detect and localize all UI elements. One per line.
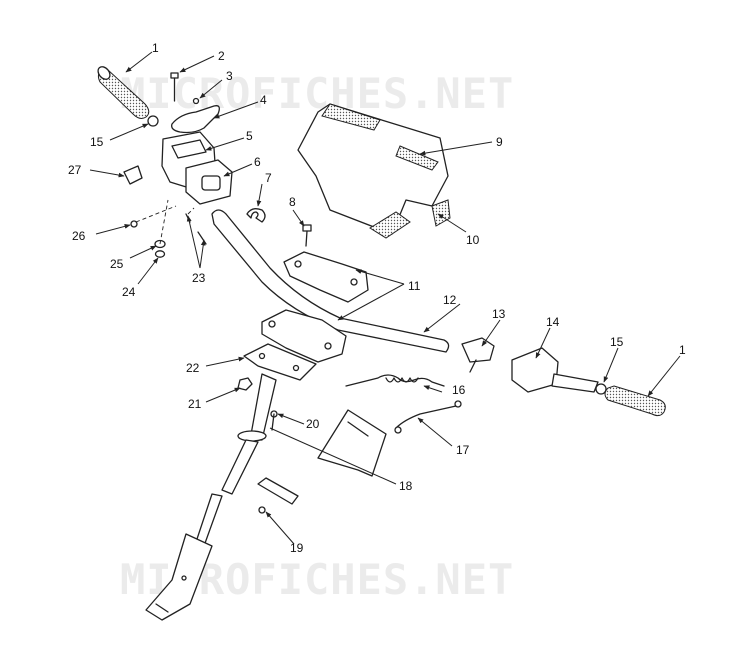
bushing	[257, 477, 299, 505]
callout-13: 13	[492, 307, 506, 321]
callout-11: 11	[408, 279, 421, 293]
callout-9: 9	[496, 135, 503, 149]
steering-arm	[145, 533, 213, 621]
cover-plate	[317, 409, 387, 477]
callout-labels: 1 2 3 4 5 15 6 27 7 8 9 10 26 25 24 23 1…	[68, 41, 686, 555]
callout-5: 5	[246, 129, 253, 143]
callout-25: 25	[110, 257, 124, 271]
callout-12: 12	[443, 293, 457, 307]
callout-15-left: 15	[90, 135, 104, 149]
callout-24: 24	[122, 285, 136, 299]
diagram-artwork	[97, 66, 666, 621]
callout-8: 8	[289, 195, 296, 209]
right-switch-housing	[511, 347, 559, 393]
callout-19: 19	[290, 541, 304, 555]
upper-clamp	[283, 251, 369, 303]
right-grip	[604, 385, 666, 417]
left-end-plug	[147, 115, 159, 127]
callout-14: 14	[546, 315, 560, 329]
watermark-top: MICROFICHES.NET	[120, 69, 514, 118]
callout-26: 26	[72, 229, 86, 243]
lock-nut	[154, 250, 166, 258]
callout-15-right: 15	[610, 335, 624, 349]
switch-bracket	[461, 337, 495, 363]
small-pin	[192, 97, 200, 105]
right-end-plug	[595, 383, 607, 395]
callout-10: 10	[466, 233, 480, 247]
callout-4: 4	[260, 93, 267, 107]
kill-switch-wire	[395, 405, 457, 429]
callout-20: 20	[306, 417, 320, 431]
callout-2: 2	[218, 49, 225, 63]
handlebar	[211, 209, 450, 353]
leader-lines	[89, 51, 681, 545]
callout-18: 18	[399, 479, 413, 493]
post-nut	[237, 377, 253, 391]
callout-7: 7	[265, 171, 272, 185]
callout-23: 23	[192, 271, 206, 285]
clip	[246, 208, 266, 223]
callout-1-right: 1	[679, 343, 686, 357]
callout-16: 16	[452, 383, 466, 397]
callout-1-left: 1	[152, 41, 159, 55]
nut	[130, 220, 138, 228]
screw	[123, 165, 143, 185]
callout-22: 22	[186, 361, 200, 375]
riser-block	[261, 309, 347, 363]
callout-27: 27	[68, 163, 82, 177]
callout-17: 17	[456, 443, 470, 457]
callout-3: 3	[226, 69, 233, 83]
left-grip	[97, 66, 150, 119]
callout-21: 21	[188, 397, 202, 411]
bolt	[170, 72, 179, 102]
clamp-bolt	[302, 224, 312, 232]
lens	[369, 211, 411, 239]
callout-6: 6	[254, 155, 261, 169]
